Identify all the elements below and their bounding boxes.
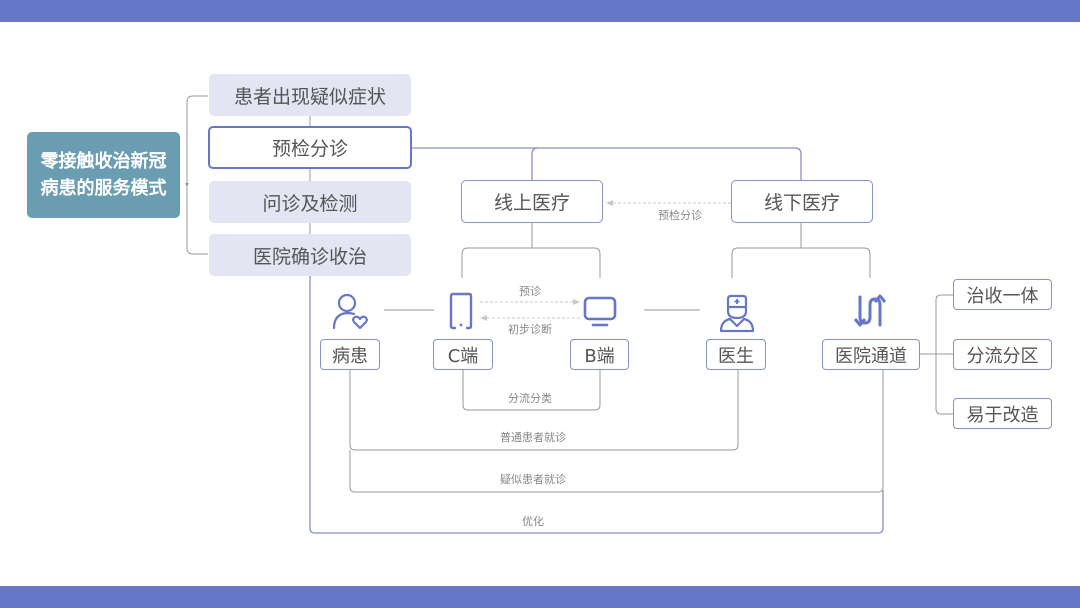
feature-easy-renovation[interactable]: 易于改造 [953,398,1052,429]
feature-integrated[interactable]: 治收一体 [953,279,1052,310]
node-label: 分流分区 [966,345,1039,367]
online-medical-node[interactable]: 线上医疗 [461,180,603,223]
node-label: 医生 [718,345,754,367]
suspected-visit-label: 疑似患者就诊 [500,473,566,486]
c-end-node[interactable]: C端 [433,339,493,370]
title-line-1: 零接触收治新冠 [40,151,167,172]
b-end-node[interactable]: B端 [570,339,629,370]
node-label: 线上医疗 [493,192,570,214]
step-symptoms[interactable]: 患者出现疑似症状 [209,74,411,116]
two-way-arrows-icon [853,294,887,327]
bottom-banner [0,586,1080,608]
title-line-2: 病患的服务模式 [40,178,167,199]
title-box: 零接触收治新冠 病患的服务模式 [27,132,180,218]
bracket-connector [186,95,208,255]
monitor-icon [583,296,617,327]
triage-label: 预检分诊 [658,209,702,222]
feature-zoning[interactable]: 分流分区 [953,339,1052,370]
step-label: 问诊及检测 [262,192,358,215]
patient-node[interactable]: 病患 [320,339,380,370]
step-triage[interactable]: 预检分诊 [208,126,412,169]
smartphone-icon [449,292,473,330]
step-consult-test[interactable]: 问诊及检测 [209,181,411,223]
top-banner [0,0,1080,22]
node-label: 易于改造 [966,404,1039,426]
pre-diagnosis-label: 预诊 [519,285,541,298]
triage-classify-label: 分流分类 [508,392,552,405]
node-label: B端 [584,345,615,367]
doctor-icon [719,294,755,333]
optimize-label: 优化 [522,515,544,528]
node-label: 线下医疗 [763,192,840,214]
patient-heart-icon [332,293,368,330]
hospital-channel-node[interactable]: 医院通道 [822,339,920,370]
offline-medical-node[interactable]: 线下医疗 [731,180,873,223]
step-label: 预检分诊 [271,138,348,160]
node-label: 医院通道 [835,345,907,367]
node-label: C端 [447,345,479,367]
step-label: 医院确诊收治 [252,245,367,268]
doctor-node[interactable]: 医生 [706,339,766,370]
step-label: 患者出现疑似症状 [233,85,386,108]
step-hospital-admit[interactable]: 医院确诊收治 [209,234,411,276]
node-label: 病患 [332,345,368,367]
initial-diagnosis-label: 初步诊断 [508,323,552,336]
node-label: 治收一体 [966,285,1039,307]
regular-visit-label: 普通患者就诊 [500,431,566,444]
